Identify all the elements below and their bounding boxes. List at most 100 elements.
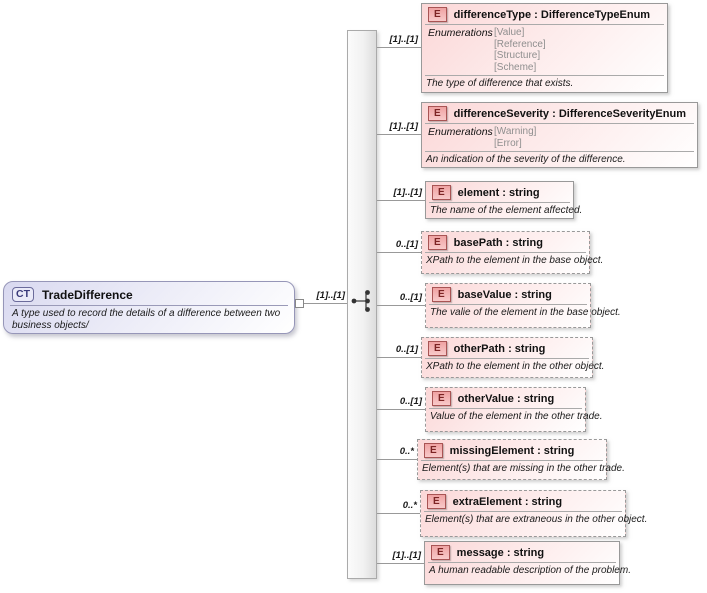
element-header: E otherValue : string (426, 388, 585, 408)
expand-connector[interactable] (295, 299, 304, 308)
element-box-element[interactable]: E element : string The name of the eleme… (425, 181, 583, 219)
cardinality-label: [1]..[1] (389, 34, 419, 45)
element-box-otherpath[interactable]: E otherPath : string XPath to the elemen… (421, 337, 605, 378)
cardinality-label: 0..[1] (395, 239, 418, 250)
enumerations-section: Enumerations [Value] [Reference] [Struct… (422, 25, 667, 75)
element-description: XPath to the element in the other object… (426, 361, 605, 372)
element-icon: E (428, 106, 447, 121)
element-description: The valie of the element in the base obj… (430, 307, 621, 318)
divider (10, 305, 288, 306)
element-icon: E (428, 341, 447, 356)
connector-line (377, 357, 421, 358)
element-description: Value of the element in the other trade. (430, 411, 603, 422)
divider (421, 460, 603, 461)
enumerations-label: Enumerations (428, 27, 493, 39)
element-title: extraElement : string (452, 495, 563, 508)
divider (425, 151, 694, 152)
element-header: E missingElement : string (418, 440, 606, 460)
element-title: otherPath : string (453, 342, 546, 355)
complextype-header: CT TradeDifference (4, 282, 294, 304)
element-box-missingelement[interactable]: E missingElement : string Element(s) tha… (417, 439, 625, 480)
enumeration-value: [Structure] (494, 50, 541, 61)
connector-line (377, 563, 424, 564)
enumeration-values: [Value] [Reference] [Structure] [Scheme] (494, 27, 546, 73)
element-box-basepath[interactable]: E basePath : string XPath to the element… (421, 231, 604, 274)
element-header: E differenceType : DifferenceTypeEnum (422, 4, 667, 24)
enumeration-value: [Reference] (494, 38, 546, 50)
element-box-message[interactable]: E message : string A human readable desc… (424, 541, 631, 585)
element-box-differenceseverity[interactable]: E differenceSeverity : DifferenceSeverit… (421, 102, 698, 168)
element-description: Element(s) that are missing in the other… (422, 463, 625, 474)
cardinality-label: 0..[1] (399, 396, 422, 407)
element-box-othervalue[interactable]: E otherValue : string Value of the eleme… (425, 387, 603, 432)
divider (428, 562, 616, 563)
connector-line (377, 513, 420, 514)
element-title: otherValue : string (457, 392, 555, 405)
element-title: basePath : string (453, 236, 543, 249)
element-header: E extraElement : string (421, 491, 625, 511)
cardinality-label: 0..[1] (399, 292, 422, 303)
element-title: message : string (456, 546, 545, 559)
element-icon: E (427, 494, 446, 509)
connector-line (377, 409, 425, 410)
connector-line (377, 47, 421, 48)
divider (425, 24, 664, 25)
element-description: A human readable description of the prob… (429, 565, 631, 576)
complextype-box-tradedifference[interactable]: CT TradeDifference A type used to record… (3, 281, 295, 334)
connector-line (377, 305, 425, 306)
element-description: Element(s) that are extraneous in the ot… (425, 514, 648, 525)
element-icon: E (432, 185, 451, 200)
enumeration-value: [Warning] (494, 126, 537, 137)
complextype-title: TradeDifference (42, 287, 133, 302)
divider (424, 511, 622, 512)
enumeration-value: [Scheme] (494, 61, 537, 73)
enumerations-label: Enumerations (428, 126, 493, 138)
element-description: The type of difference that exists. (426, 78, 574, 89)
divider (425, 123, 694, 124)
element-box-extraelement[interactable]: E extraElement : string Element(s) that … (420, 490, 648, 537)
element-description: The name of the element affected. (430, 205, 583, 216)
cardinality-label: 0..[1] (395, 344, 418, 355)
element-description: XPath to the element in the base object. (426, 255, 604, 266)
element-header: E otherPath : string (422, 338, 592, 358)
sequence-bar (347, 30, 377, 579)
element-header: E message : string (425, 542, 619, 562)
element-box-basevalue[interactable]: E baseValue : string The valie of the el… (425, 283, 621, 328)
element-header: E basePath : string (422, 232, 589, 252)
element-icon: E (431, 545, 450, 560)
divider (425, 75, 664, 76)
connector-line (377, 252, 421, 253)
sequence-icon (351, 290, 370, 312)
cardinality-label: [1]..[1] (392, 550, 422, 561)
element-icon: E (432, 391, 451, 406)
connector-line (377, 459, 417, 460)
element-icon: E (428, 235, 447, 250)
element-title: missingElement : string (449, 444, 575, 457)
element-header: E baseValue : string (426, 284, 590, 304)
cardinality-label: [1]..[1] (316, 290, 346, 301)
element-title: baseValue : string (457, 288, 552, 301)
cardinality-label: 0..* (399, 446, 414, 457)
divider (429, 304, 587, 305)
complextype-description: A type used to record the details of a d… (12, 308, 281, 331)
element-header: E differenceSeverity : DifferenceSeverit… (422, 103, 697, 123)
element-title: differenceType : DifferenceTypeEnum (453, 8, 651, 21)
element-icon: E (432, 287, 451, 302)
divider (429, 408, 582, 409)
element-description: An indication of the severity of the dif… (426, 154, 626, 165)
enumeration-value: [Error] (494, 137, 522, 149)
enumeration-values: [Warning] [Error] (494, 126, 536, 149)
enumerations-section: Enumerations [Warning] [Error] (422, 124, 697, 151)
cardinality-label: [1]..[1] (393, 187, 423, 198)
divider (425, 358, 589, 359)
cardinality-label: 0..* (402, 500, 417, 511)
connector-line (377, 200, 425, 201)
element-icon: E (424, 443, 443, 458)
enumeration-value: [Value] (494, 27, 525, 38)
element-box-differencetype[interactable]: E differenceType : DifferenceTypeEnum En… (421, 3, 668, 93)
connector-line (377, 134, 421, 135)
cardinality-label: [1]..[1] (389, 121, 419, 132)
element-title: differenceSeverity : DifferenceSeverityE… (453, 107, 686, 120)
element-title: element : string (457, 186, 540, 199)
